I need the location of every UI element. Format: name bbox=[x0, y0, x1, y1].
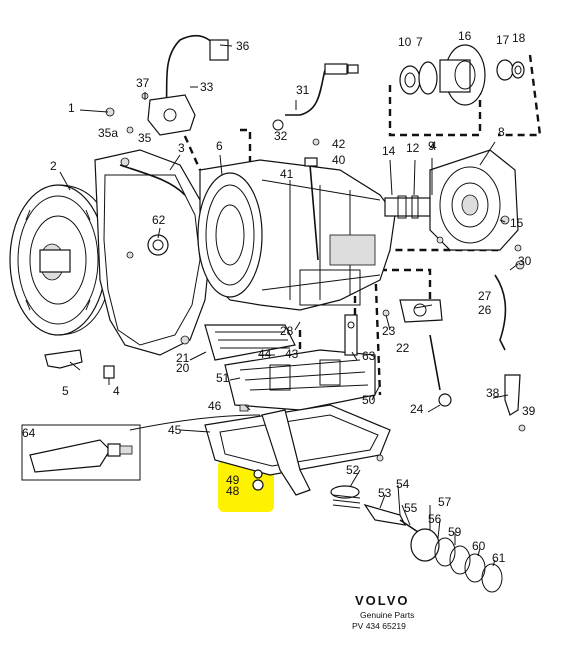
torque-converter bbox=[9, 184, 113, 336]
bell-housing bbox=[94, 149, 211, 356]
callout-27: 27 bbox=[478, 289, 492, 303]
callout-45: 45 bbox=[168, 423, 182, 437]
footer-brand: VOLVO Genuine Parts PV 434 65219 bbox=[352, 593, 414, 631]
small-hardware bbox=[44, 244, 526, 432]
callout-33: 33 bbox=[200, 80, 214, 94]
brand-name: VOLVO bbox=[355, 593, 410, 608]
callout-9: 9 bbox=[428, 139, 435, 153]
callout-38: 38 bbox=[486, 386, 500, 400]
gearbox-case bbox=[197, 159, 396, 311]
callout-62: 62 bbox=[152, 213, 166, 227]
oil-pan bbox=[129, 404, 391, 496]
callout-4b: 4 bbox=[430, 139, 437, 153]
callout-4: 4 bbox=[113, 384, 120, 398]
output-flange bbox=[399, 44, 525, 106]
callout-21: 21 bbox=[176, 351, 190, 365]
callout-37: 37 bbox=[136, 76, 150, 90]
callout-41: 41 bbox=[280, 167, 294, 181]
callout-59: 59 bbox=[448, 525, 462, 539]
sealant-tube bbox=[21, 424, 141, 481]
callout-16: 16 bbox=[458, 29, 472, 43]
callout-7: 7 bbox=[416, 35, 423, 49]
callouts: 1 2 3 4 5 6 7 8 9 10 12 14 15 16 17 18 2… bbox=[22, 29, 536, 565]
wiring-harness bbox=[105, 35, 229, 136]
callout-20: 20 bbox=[176, 361, 190, 375]
callout-26: 26 bbox=[478, 303, 492, 317]
callout-17: 17 bbox=[496, 33, 510, 47]
callout-49: 49 bbox=[226, 473, 240, 487]
callout-53: 53 bbox=[378, 486, 392, 500]
part-code: PV 434 65219 bbox=[352, 621, 406, 631]
callout-8: 8 bbox=[498, 125, 505, 139]
leader-lines bbox=[59, 44, 519, 567]
callout-18: 18 bbox=[512, 31, 526, 45]
callout-51: 51 bbox=[216, 371, 230, 385]
callout-61: 61 bbox=[492, 551, 506, 565]
extension-housing bbox=[384, 149, 519, 251]
callout-50: 50 bbox=[362, 393, 376, 407]
valve-body bbox=[204, 314, 376, 411]
callout-1: 1 bbox=[68, 101, 75, 115]
callout-10: 10 bbox=[398, 35, 412, 49]
callout-14: 14 bbox=[382, 144, 396, 158]
callout-23: 23 bbox=[382, 324, 396, 338]
callout-48: 48 bbox=[226, 484, 240, 498]
callout-31: 31 bbox=[296, 83, 310, 97]
callout-52: 52 bbox=[346, 463, 360, 477]
callout-63: 63 bbox=[362, 349, 376, 363]
dipstick-tube bbox=[304, 138, 320, 261]
callout-2: 2 bbox=[50, 159, 57, 173]
speed-sensor bbox=[272, 63, 359, 131]
callout-44: 44 bbox=[258, 347, 272, 361]
brand-subtitle: Genuine Parts bbox=[360, 610, 414, 620]
callout-64: 64 bbox=[22, 426, 36, 440]
callout-5: 5 bbox=[62, 384, 69, 398]
callout-3: 3 bbox=[178, 141, 185, 155]
callout-24: 24 bbox=[410, 402, 424, 416]
callout-36: 36 bbox=[236, 39, 250, 53]
callout-42: 42 bbox=[332, 137, 346, 151]
callout-28: 28 bbox=[280, 324, 294, 338]
accumulator-parts bbox=[330, 485, 503, 593]
callout-15: 15 bbox=[510, 216, 524, 230]
callout-40: 40 bbox=[332, 153, 346, 167]
callout-35: 35 bbox=[138, 131, 152, 145]
callout-12: 12 bbox=[406, 141, 420, 155]
callout-30: 30 bbox=[518, 254, 532, 268]
callout-57: 57 bbox=[438, 495, 452, 509]
callout-6: 6 bbox=[216, 139, 223, 153]
callout-54: 54 bbox=[396, 477, 410, 491]
callout-39: 39 bbox=[522, 404, 536, 418]
callout-43: 43 bbox=[285, 347, 299, 361]
callout-46: 46 bbox=[208, 399, 222, 413]
callout-35a: 35a bbox=[98, 126, 118, 140]
callout-55: 55 bbox=[404, 501, 418, 515]
callout-22: 22 bbox=[396, 341, 410, 355]
callout-60: 60 bbox=[472, 539, 486, 553]
callout-56: 56 bbox=[428, 512, 442, 526]
callout-32: 32 bbox=[274, 129, 288, 143]
